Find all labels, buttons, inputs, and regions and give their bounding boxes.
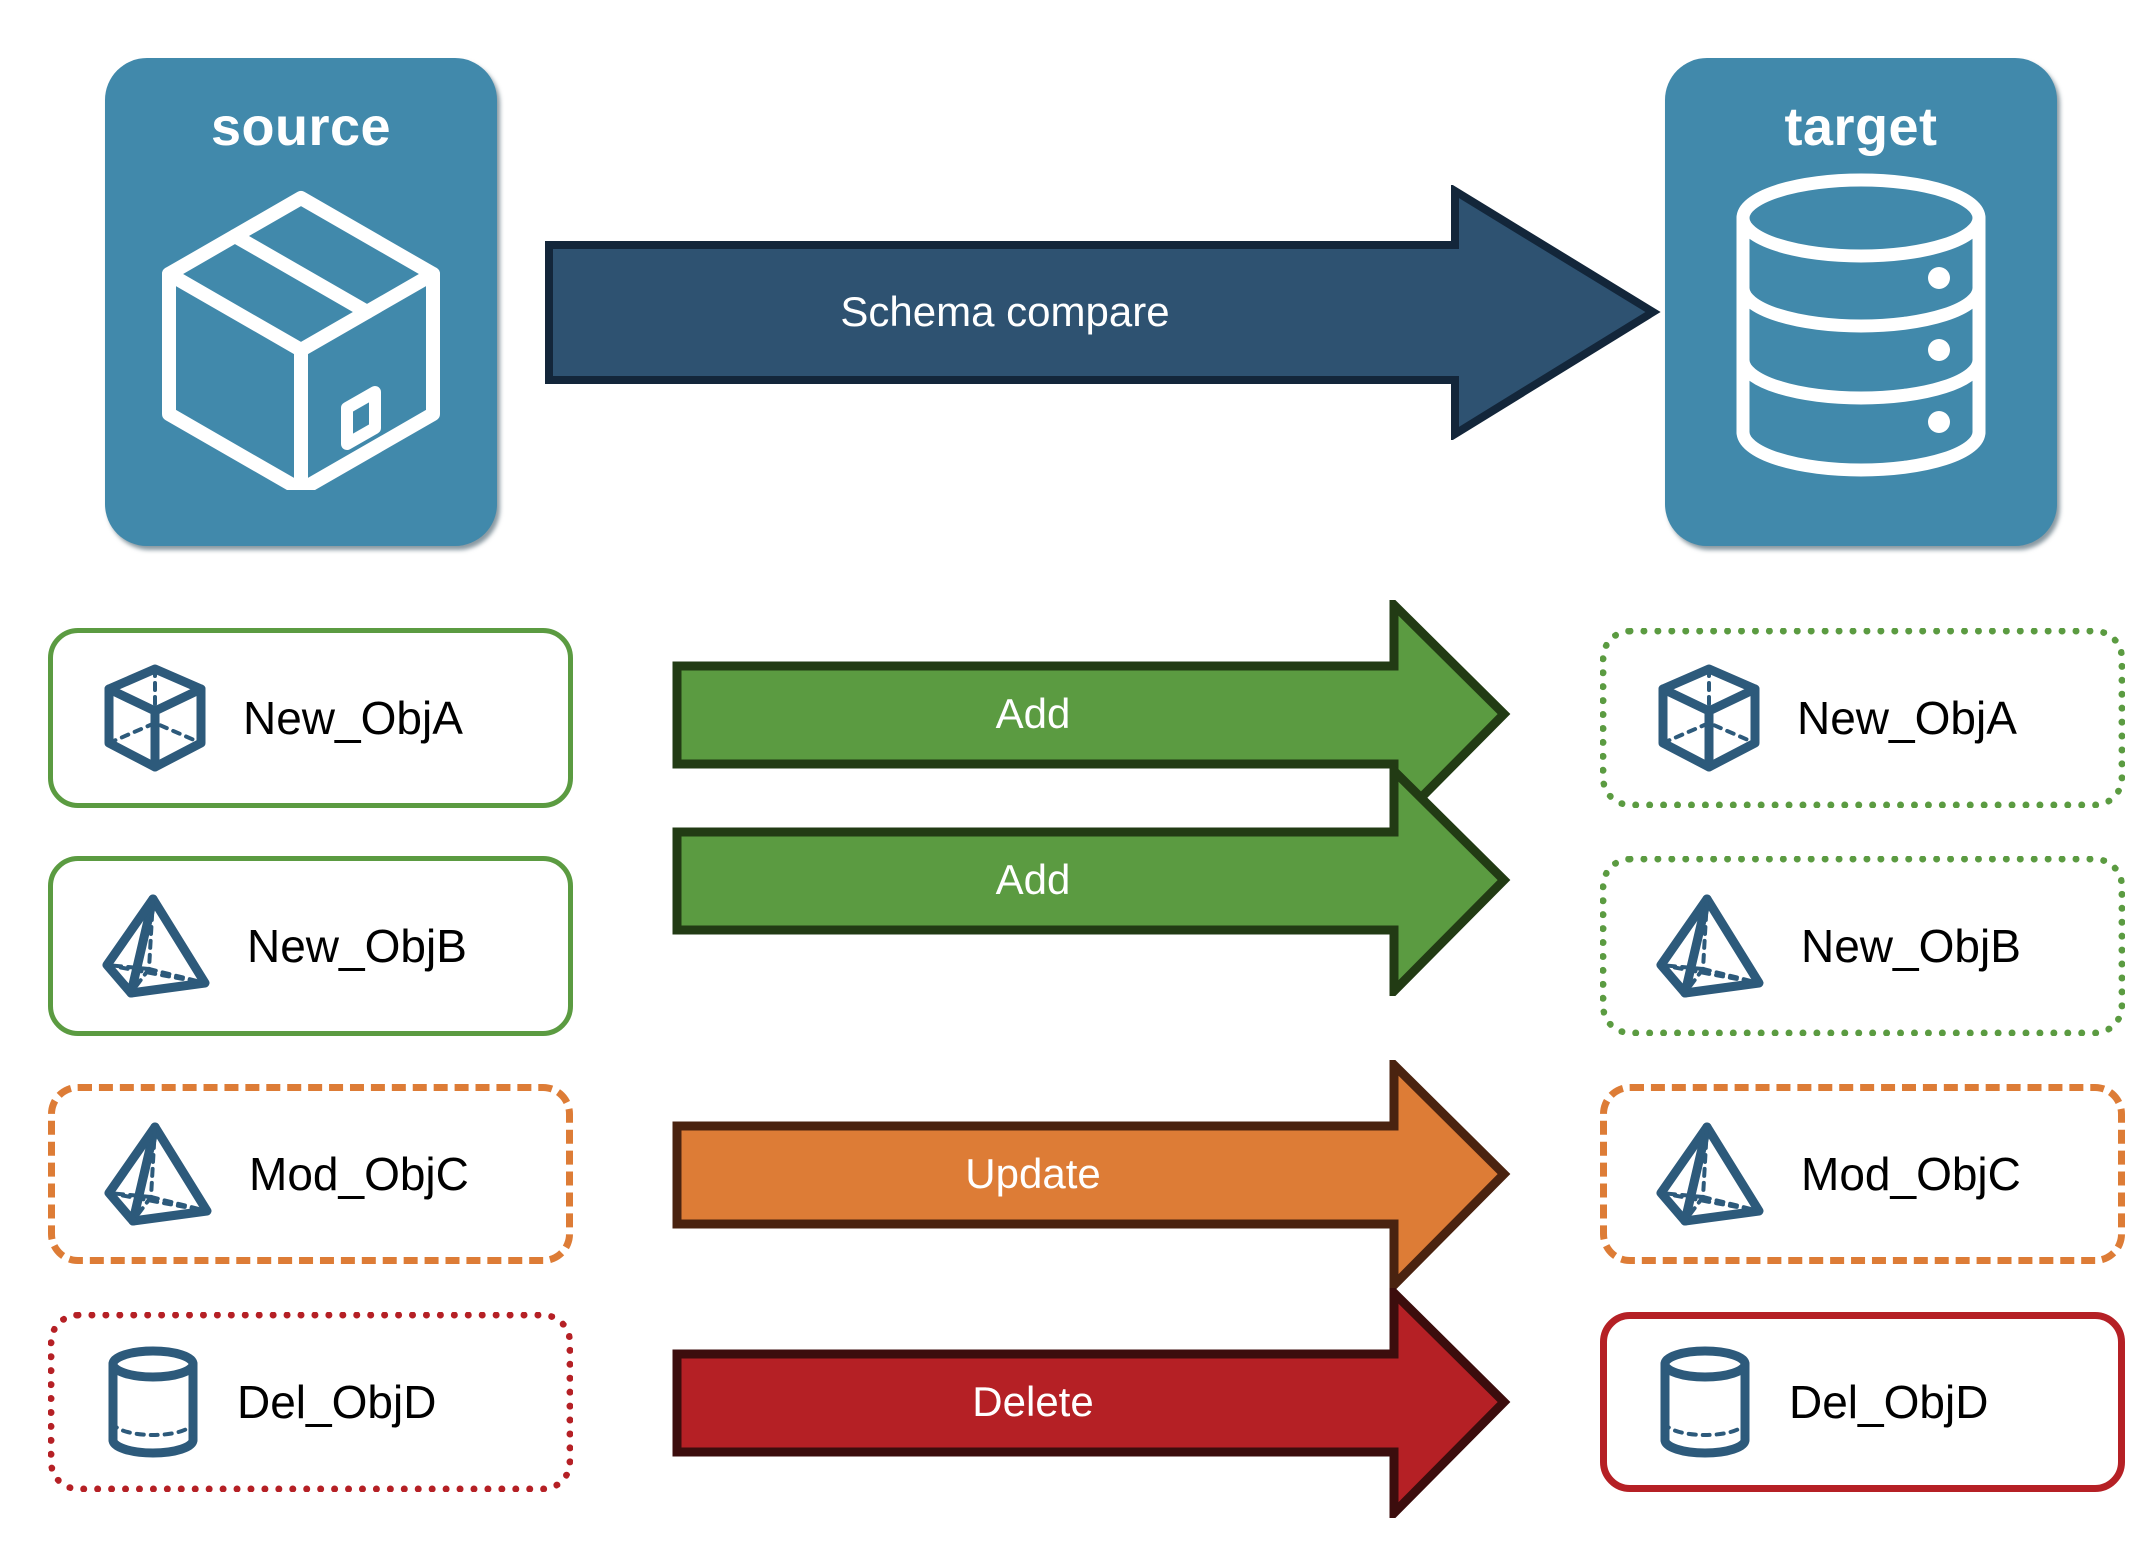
target-object-label: New_ObjA [1797,692,2017,744]
schema-compare-arrow: Schema compare [545,183,1665,442]
database-cylinder-icon [1731,170,1991,485]
source-endpoint-card: source [105,58,497,546]
source-endpoint-title: source [210,97,392,157]
target-endpoint-card: target [1665,58,2057,546]
action-arrow-delete: Delete [672,1282,1512,1524]
action-arrow-add-b: Add [672,760,1512,1002]
action-arrow-label: Delete [972,1378,1094,1425]
wireframe-pyramid-icon [1655,1119,1767,1229]
wireframe-pyramid-icon [103,1119,215,1229]
target-endpoint-title: target [1784,97,1938,157]
target-object-box-new-objb: New_ObjB [1600,856,2125,1036]
action-arrow-label: Update [965,1150,1101,1197]
wireframe-cylinder-icon [103,1346,203,1458]
action-arrow-add-a: Add [672,594,1512,836]
source-object-box-mod-objc: Mod_ObjC [48,1084,573,1264]
target-object-label: New_ObjB [1801,920,2021,972]
source-object-label: Del_ObjD [237,1376,437,1428]
source-object-box-new-obja: New_ObjA [48,628,573,808]
target-object-label: Mod_ObjC [1801,1148,2021,1200]
action-arrow-label: Add [995,690,1071,737]
source-object-box-new-objb: New_ObjB [48,856,573,1036]
action-arrow-label: Add [995,856,1071,903]
wireframe-pyramid-icon [1655,891,1767,1001]
source-object-label: New_ObjB [247,920,467,972]
wireframe-cube-icon [101,663,209,773]
package-box-icon [151,170,451,497]
target-object-label: Del_ObjD [1789,1376,1989,1428]
target-object-box-del-objd: Del_ObjD [1600,1312,2125,1492]
target-object-box-new-obja: New_ObjA [1600,628,2125,808]
wireframe-cube-icon [1655,663,1763,773]
action-arrow-update: Update [672,1054,1512,1296]
source-object-box-del-objd: Del_ObjD [48,1312,573,1492]
source-object-label: Mod_ObjC [249,1148,469,1200]
wireframe-pyramid-icon [101,891,213,1001]
source-object-label: New_ObjA [243,692,463,744]
wireframe-cylinder-icon [1655,1346,1755,1458]
target-object-box-mod-objc: Mod_ObjC [1600,1084,2125,1264]
schema-compare-label: Schema compare [840,288,1170,335]
